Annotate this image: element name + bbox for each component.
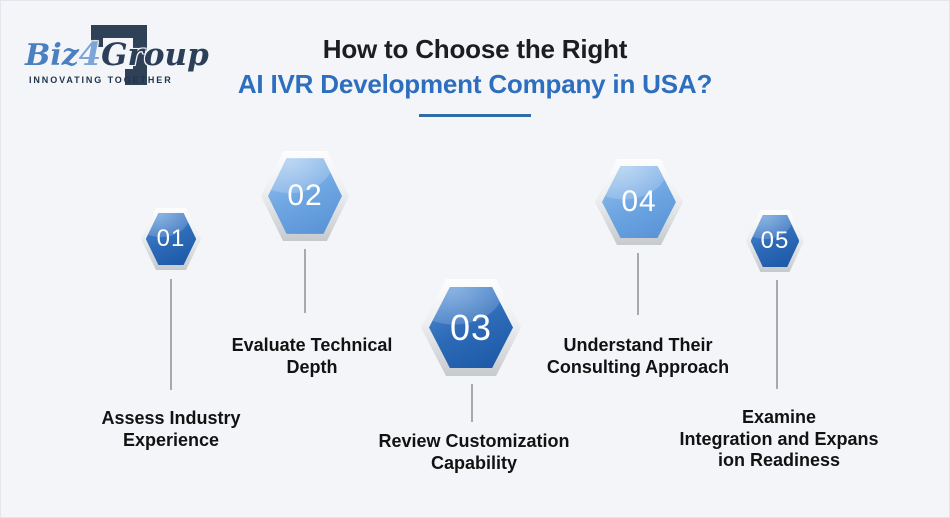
- step-label-line: Examine: [741, 407, 817, 427]
- step-hexagon-05: 05: [746, 210, 804, 272]
- step-label-line: Review Customization: [378, 431, 570, 451]
- step-label-line: Understand Their: [563, 335, 713, 355]
- page-title-line1: How to Choose the Right: [322, 34, 628, 64]
- step-hexagon-01: 01: [141, 208, 201, 270]
- connector-line-01: [170, 279, 172, 390]
- step-label-line: Integration and Expans: [679, 428, 879, 449]
- connector-line-04: [637, 253, 639, 315]
- step-hexagon-04: 04: [595, 159, 683, 245]
- logo-text-4: 4: [78, 35, 102, 73]
- step-number: 01: [145, 212, 197, 266]
- connector-line-05: [776, 280, 778, 389]
- step-label-line: Depth: [286, 356, 338, 377]
- logo-bracket-icon: [91, 25, 147, 85]
- step-label-02: Evaluate Technical Depth: [232, 335, 393, 378]
- step-label-line: Experience: [122, 429, 220, 450]
- step-hexagon-03: 03: [421, 279, 521, 376]
- step-label-line: Consulting Approach: [546, 356, 730, 377]
- connector-line-02: [304, 249, 306, 313]
- logo-tagline: INNOVATING TOGETHER: [29, 75, 173, 85]
- step-label-line: Capability: [430, 452, 518, 473]
- step-number: 05: [750, 214, 800, 268]
- step-label-01: Assess Industry Experience: [101, 408, 240, 451]
- title-block: How to Choose the Right AI IVR Developme…: [1, 34, 949, 117]
- step-label-line: Evaluate Technical: [231, 335, 393, 355]
- logo-text-group: Group: [101, 37, 209, 73]
- connector-line-03: [471, 384, 473, 422]
- step-number: 02: [268, 158, 342, 234]
- step-hexagon-02: 02: [261, 151, 349, 241]
- step-number: 03: [429, 286, 513, 369]
- page-title-line2: AI IVR Development Company in USA?: [237, 69, 713, 99]
- step-label-line: ion Readiness: [717, 450, 841, 470]
- logo-text-biz: Biz: [25, 38, 79, 73]
- step-label-05: Examine Integration and Expans ion Readi…: [679, 407, 878, 472]
- step-label-04: Understand Their Consulting Approach: [547, 335, 729, 378]
- logo-wordmark: Biz4Group: [25, 35, 209, 73]
- step-label-03: Review Customization Capability: [378, 431, 569, 474]
- step-label-line: Assess Industry: [101, 408, 241, 428]
- title-underline: [419, 114, 531, 117]
- biz4group-logo: Biz4Group INNOVATING TOGETHER: [25, 13, 209, 103]
- step-number: 04: [602, 165, 676, 239]
